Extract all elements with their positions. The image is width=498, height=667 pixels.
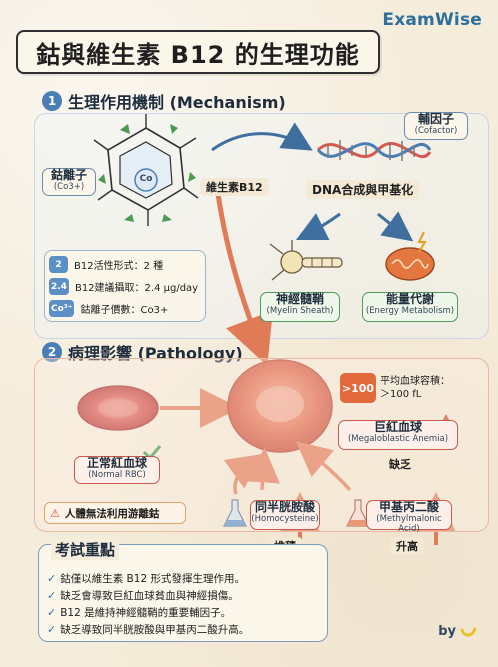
exam-title: 考試重點 — [51, 539, 120, 560]
energy-label: 能量代謝 (Energy Metabolism) — [362, 292, 458, 322]
stat-chip: 2 — [49, 256, 68, 273]
page-title: 鈷與維生素 B12 的生理功能 — [36, 40, 360, 69]
stat-text: B12建議攝取：2.4 μg/day — [74, 283, 199, 294]
arrow-warning-to-rbc — [223, 453, 263, 495]
cofactor-label: 輔因子 (Cofactor) — [404, 112, 468, 140]
energy-label-sub: (Energy Metabolism) — [365, 305, 455, 316]
homocysteine-label: 同半胱胺酸 (Homocysteine) — [250, 500, 320, 530]
elevated-tag: 升高 — [390, 537, 424, 555]
stat-row: 2 B12活性形式：2 種 — [49, 256, 163, 273]
mcv-line-2: ＞100 fL — [380, 389, 422, 400]
exam-item-text: 缺乏導致同半胱胺酸與甲基丙二酸升高。 — [60, 624, 250, 636]
cofactor-label-text: 輔因子 — [417, 112, 454, 126]
normal-rbc-label-text: 正常紅血球 — [86, 456, 147, 470]
dna-helix-icon — [316, 140, 432, 161]
normal-rbc-label-sub: (Normal RBC) — [88, 469, 146, 480]
exam-item: ✓ 鈷僅以維生素 B12 形式發揮生理作用。 — [47, 571, 245, 586]
title-banner: 鈷與維生素 B12 的生理功能 — [16, 30, 380, 74]
check-icon: ✓ — [47, 589, 57, 602]
arrow-mma-to-rbc — [295, 441, 352, 492]
megaloblastic-label: 巨紅血球 (Megaloblastic Anemia) — [338, 420, 458, 450]
arrow-to-myelin — [295, 212, 341, 241]
cobalt-center-label: Co — [139, 174, 153, 184]
check-icon: ✓ — [47, 623, 57, 636]
mcv-text: 平均血球容積： ＞100 fL — [380, 375, 450, 402]
warning-text: 人體無法利用游離鈷 — [64, 507, 160, 520]
cofactor-label-sub: (Cofactor) — [414, 125, 458, 136]
myelin-label-text: 神經髓鞘 — [275, 292, 324, 306]
vitamin-b12-label: 維生素B12 — [200, 178, 269, 196]
stat-row: 2.4 B12建議攝取：2.4 μg/day — [49, 278, 198, 295]
exam-item-text: 鈷僅以維生素 B12 形式發揮生理作用。 — [60, 573, 245, 585]
cobalt-ion-label-text: 鈷離子 — [50, 168, 87, 182]
arrow-b12-to-rbc — [215, 193, 273, 367]
normal-rbc-label: 正常紅血球 (Normal RBC) — [74, 456, 160, 484]
exam-item-text: B12 是維持神經髓鞘的重要輔因子。 — [60, 607, 232, 619]
arrow-to-energy — [377, 211, 414, 242]
mcv-line-1: 平均血球容積： — [380, 375, 450, 387]
section-1-number: 1 — [42, 91, 62, 111]
megaloblastic-label-text: 巨紅血球 — [373, 420, 422, 434]
exam-key-points: 考試重點 ✓ 鈷僅以維生素 B12 形式發揮生理作用。 ✓ 缺乏會導致巨紅血球貧… — [38, 539, 328, 642]
mitochondria-icon — [385, 231, 435, 281]
mcv-chip: >100 — [340, 373, 376, 403]
myelin-label: 神經髓鞘 (Myelin Sheath) — [260, 292, 340, 322]
stat-text: B12活性形式：2 種 — [74, 261, 164, 272]
stat-row: Co³⁺ 鈷離子價數：Co3+ — [49, 300, 168, 317]
deficiency-tag: 缺乏 — [383, 455, 417, 473]
homocysteine-label-sub: (Homocysteine) — [251, 513, 319, 524]
stat-text: 鈷離子價數：Co3+ — [80, 305, 169, 316]
cobalt-ion-label: 鈷離子 (Co3+) — [42, 168, 96, 196]
stat-chip: 2.4 — [49, 278, 69, 295]
brand-logo: ExamWise — [382, 10, 482, 30]
check-icon: ✓ — [47, 572, 57, 585]
section-2-number: 2 — [42, 342, 62, 362]
flask-icon-homocysteine — [223, 499, 247, 527]
neuron-icon — [269, 240, 343, 281]
normal-rbc-icon — [77, 385, 162, 461]
stats-box: 2 B12活性形式：2 種 2.4 B12建議攝取：2.4 μg/day Co³… — [44, 250, 206, 322]
section-1-heading: 1 生理作用機制 (Mechanism) — [42, 89, 286, 113]
warning-icon: ⚠ — [50, 506, 60, 520]
megaloblastic-label-sub: (Megaloblastic Anemia) — [347, 433, 449, 444]
arrow-to-dna — [211, 122, 313, 152]
check-icon: ✓ — [47, 606, 57, 619]
mma-label: 甲基丙二酸 (Methylmalonic Acid) — [366, 500, 452, 533]
mma-label-sub: (Methylmalonic Acid) — [376, 513, 442, 534]
stat-chip: Co³⁺ — [49, 300, 75, 317]
by-text: by — [438, 624, 456, 639]
flask-icon-mma — [346, 499, 370, 527]
section-1-title: 生理作用機制 (Mechanism) — [68, 93, 286, 112]
homocysteine-label-text: 同半胱胺酸 — [254, 500, 315, 514]
warning-box: ⚠ 人體無法利用游離鈷 — [44, 502, 186, 524]
b12-molecule-icon — [93, 114, 199, 226]
megaloblastic-rbc-icon — [227, 359, 333, 453]
mma-label-text: 甲基丙二酸 — [378, 500, 439, 514]
cobalt-ion-label-sub: (Co3+) — [53, 181, 85, 192]
exam-item: ✓ 缺乏會導致巨紅血球貧血與神經損傷。 — [47, 588, 239, 603]
exam-item: ✓ B12 是維持神經髓鞘的重要輔因子。 — [47, 605, 231, 620]
banana-icon — [460, 627, 476, 637]
exam-item: ✓ 缺乏導致同半胱胺酸與甲基丙二酸升高。 — [47, 622, 249, 637]
by-signature: by — [438, 624, 476, 639]
dna-label: DNA合成與甲基化 — [306, 180, 420, 199]
myelin-label-sub: (Myelin Sheath) — [266, 305, 334, 316]
energy-label-text: 能量代謝 — [385, 292, 434, 306]
exam-item-text: 缺乏會導致巨紅血球貧血與神經損傷。 — [60, 590, 239, 602]
mcv-box: >100 平均血球容積： ＞100 fL — [340, 366, 464, 410]
